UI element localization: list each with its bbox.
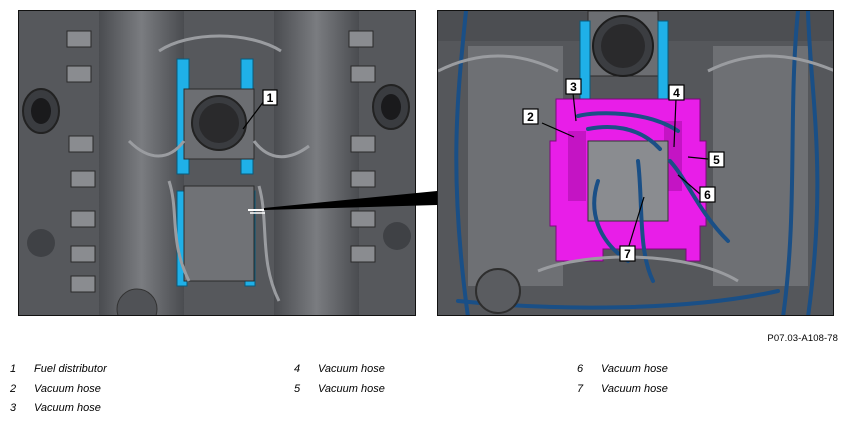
legend-text: Vacuum hose — [34, 383, 101, 395]
legend-number: 7 — [577, 383, 584, 395]
engine-overview-image: 1 — [18, 10, 416, 316]
legend-text: Vacuum hose — [34, 402, 101, 414]
legend-number: 3 — [10, 402, 17, 414]
legend-text: Vacuum hose — [601, 383, 668, 395]
legend-number: 1 — [10, 363, 17, 375]
legend-number: 6 — [577, 363, 584, 375]
callout-4-label: 4 — [673, 86, 680, 100]
legend-number: 4 — [294, 363, 301, 375]
legend-number: 2 — [10, 383, 17, 395]
callout-3-label: 3 — [570, 80, 577, 94]
legend-text: Fuel distributor — [34, 363, 107, 375]
legend-text: Vacuum hose — [318, 383, 385, 395]
callout-7-label: 7 — [624, 247, 631, 261]
detail-image: 2 3 4 5 6 7 — [437, 10, 834, 316]
callout-6-label: 6 — [704, 188, 711, 202]
legend-text: Vacuum hose — [318, 363, 385, 375]
engine-overview-illustration: 1 — [19, 11, 415, 315]
legend-text: Vacuum hose — [601, 363, 668, 375]
figure-id: P07.03-A108-78 — [767, 333, 838, 344]
callout-1-label: 1 — [267, 91, 274, 105]
callout-2-label: 2 — [527, 110, 534, 124]
callout-5-label: 5 — [713, 153, 720, 167]
legend-number: 5 — [294, 383, 301, 395]
detail-illustration: 2 3 4 5 6 7 — [438, 11, 833, 315]
